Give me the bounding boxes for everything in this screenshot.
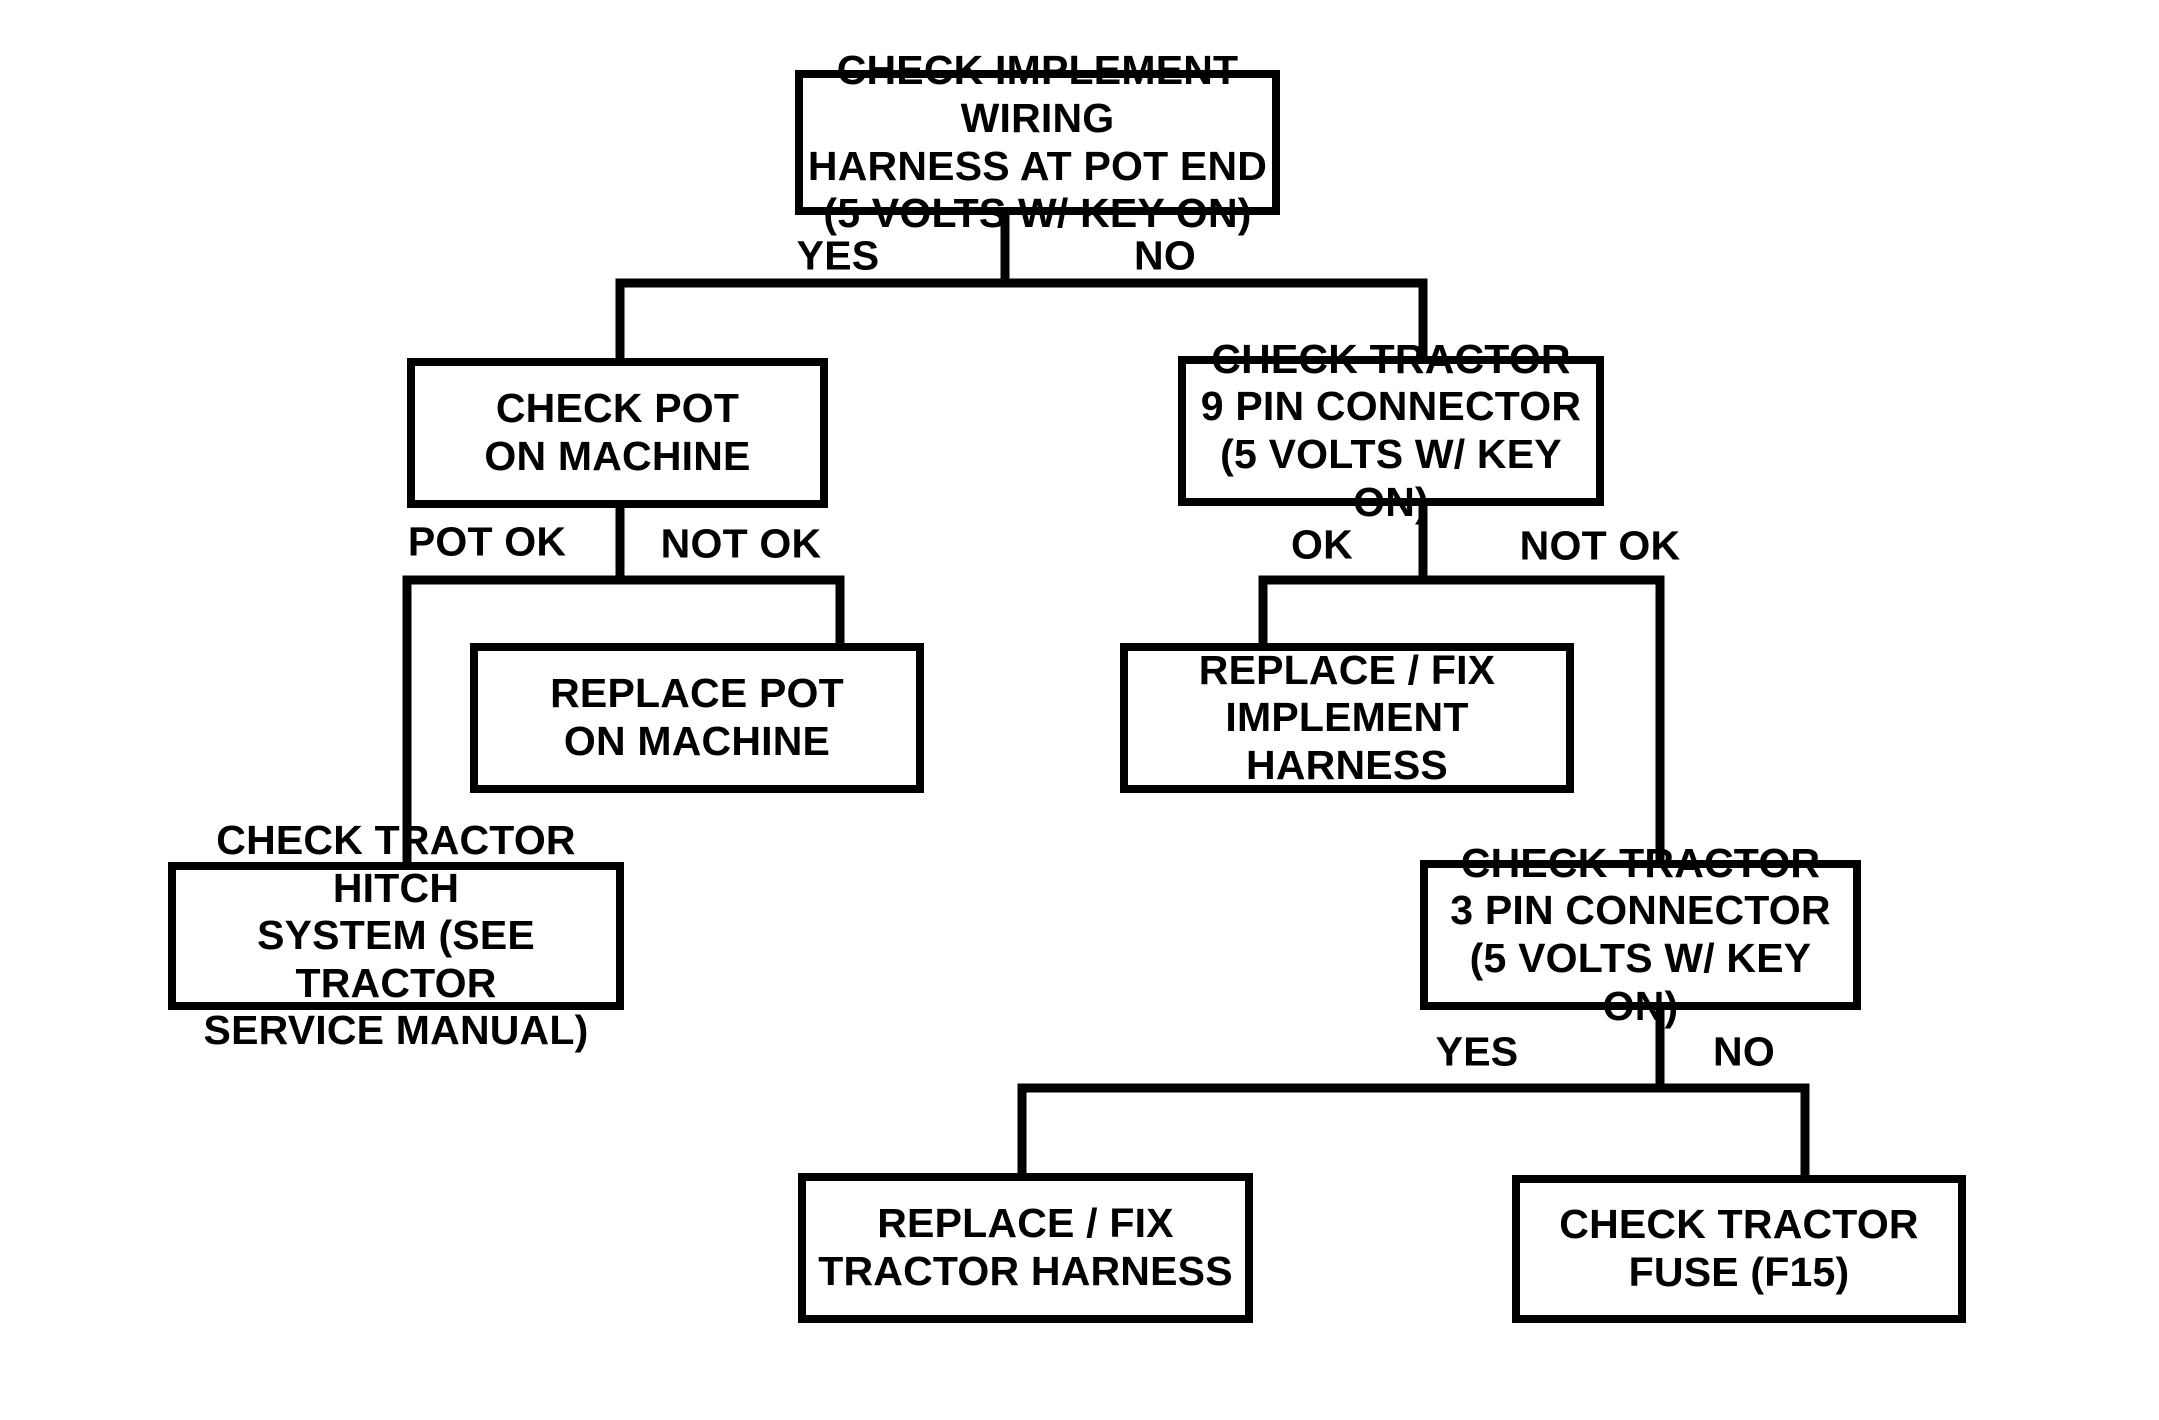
node-check-pot-on-machine: CHECK POT ON MACHINE [407, 358, 828, 508]
edge-label-root-yes: YES [796, 232, 880, 279]
node-check-3-pin-connector: CHECK TRACTOR 3 PIN CONNECTOR (5 VOLTS W… [1420, 840, 1861, 1029]
node-replace-pot: REPLACE POT ON MACHINE [470, 643, 924, 793]
node-check-implement-wiring: CHECK IMPLEMENT WIRING HARNESS AT POT EN… [795, 47, 1280, 236]
edge-label-root-no: NO [1134, 232, 1196, 279]
edge-label-nine-not-ok: NOT OK [1519, 522, 1681, 569]
edge-label-pot-ok: POT OK [407, 518, 567, 565]
node-check-9-pin-connector: CHECK TRACTOR 9 PIN CONNECTOR (5 VOLTS W… [1178, 336, 1604, 525]
connector-threepin-branch [1017, 1083, 1810, 1179]
edge-label-nine-ok: OK [1291, 521, 1353, 568]
edge-label-three-no: NO [1713, 1028, 1775, 1075]
connector-ninepin-branch [1258, 575, 1665, 866]
node-fix-implement-harness: REPLACE / FIX IMPLEMENT HARNESS [1120, 643, 1574, 793]
connector-root-branch [615, 278, 1428, 362]
connector-pot-branch [402, 575, 845, 866]
node-fix-tractor-harness: REPLACE / FIX TRACTOR HARNESS [798, 1173, 1253, 1323]
node-check-tractor-hitch: CHECK TRACTOR HITCH SYSTEM (SEE TRACTOR … [168, 817, 624, 1053]
edge-label-three-yes: YES [1435, 1028, 1519, 1075]
node-check-tractor-fuse: CHECK TRACTOR FUSE (F15) [1512, 1175, 1966, 1323]
edge-label-pot-not-ok: NOT OK [660, 520, 822, 567]
